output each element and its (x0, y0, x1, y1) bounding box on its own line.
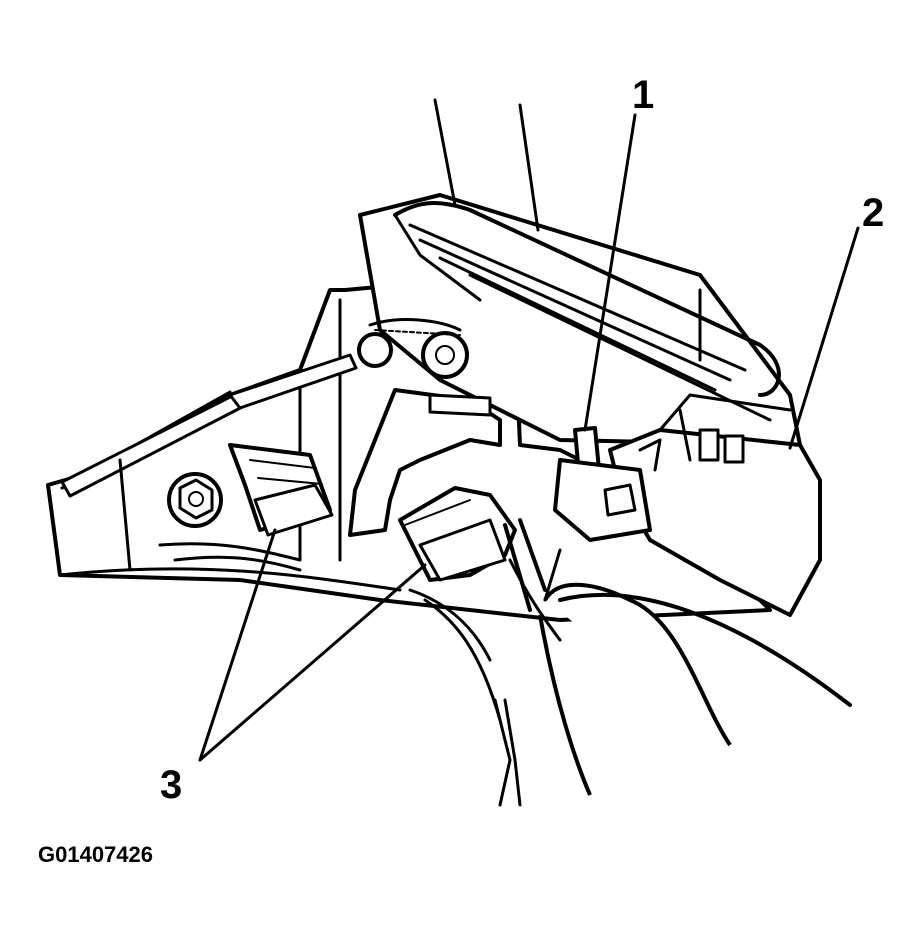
linkage (228, 318, 502, 537)
connector-left (228, 443, 334, 537)
leader-line-1 (583, 113, 637, 432)
wiring-harness (408, 518, 852, 807)
connector-center (398, 486, 517, 582)
pedal-arm (358, 193, 802, 447)
leader-line-2 (788, 226, 860, 450)
pedal-leader-a (433, 98, 457, 207)
callout-label-2: 2 (862, 191, 884, 235)
position-sensor (553, 426, 652, 542)
callout-label-3: 3 (160, 763, 182, 807)
leader-lines (198, 98, 860, 762)
leader-line-3a (198, 528, 277, 762)
pedal-leader-b (518, 103, 540, 232)
leader-line-3b (198, 563, 427, 762)
figure-id: G01407426 (38, 842, 153, 867)
callout-label-1: 1 (632, 73, 654, 117)
